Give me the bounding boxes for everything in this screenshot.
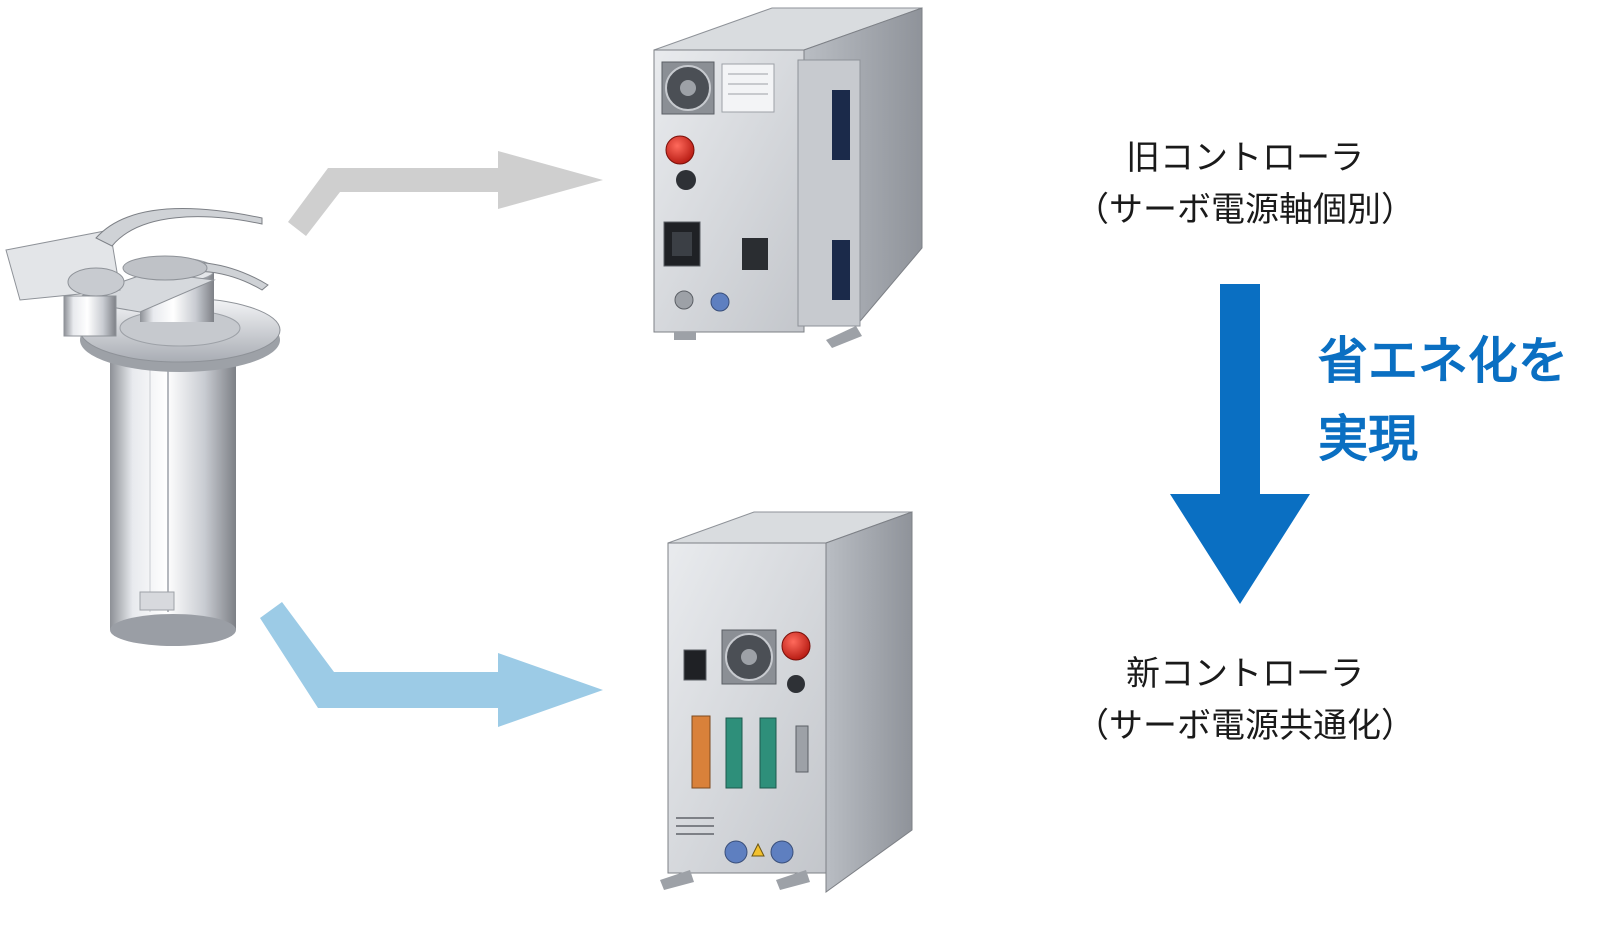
new-emergency-stop-icon xyxy=(781,631,811,661)
effect-line-1: 省エネ化を xyxy=(1318,332,1568,390)
robot-hand-fork xyxy=(95,207,263,247)
effect-label: 省エネ化を 実現 xyxy=(1318,322,1609,478)
arrow-to-old-controller xyxy=(288,151,603,236)
new-controller-subtitle: （サーボ電源共通化） xyxy=(1075,706,1415,746)
old-controller-unit xyxy=(653,7,923,348)
robot-column-bottom xyxy=(110,614,236,646)
transition-down-arrow xyxy=(1170,284,1310,604)
old-emergency-stop-icon xyxy=(665,135,695,165)
robot-illustration xyxy=(5,207,281,646)
effect-line-2: 実現 xyxy=(1318,410,1418,468)
old-controller-title: 旧コントローラ xyxy=(1126,138,1364,178)
robot-column xyxy=(110,345,236,630)
arrow-to-new-controller xyxy=(260,602,603,727)
new-controller-title: 新コントローラ xyxy=(1126,654,1364,694)
new-controller-unit xyxy=(660,511,913,893)
new-controller-label: 新コントローラ （サーボ電源共通化） xyxy=(1050,648,1440,752)
old-controller-subtitle: （サーボ電源軸個別） xyxy=(1075,190,1415,230)
old-controller-label: 旧コントローラ （サーボ電源軸個別） xyxy=(1050,132,1440,236)
